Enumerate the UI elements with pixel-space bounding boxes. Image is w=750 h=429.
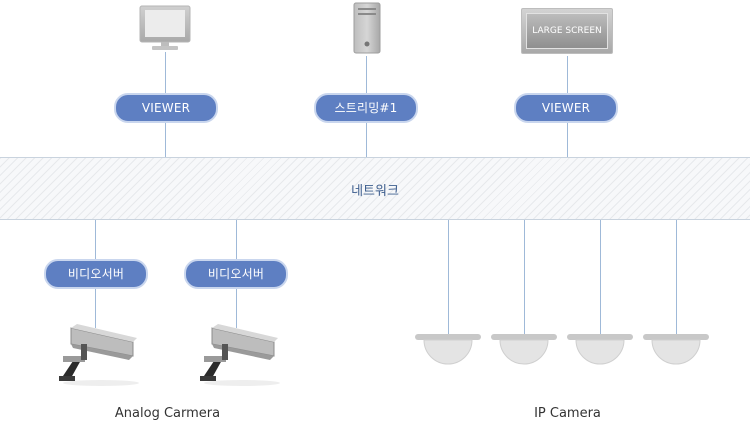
network-label: 네트워크 (351, 184, 399, 199)
server-icon (353, 2, 381, 54)
dome-camera-icon (567, 334, 633, 365)
large-screen-display: LARGE SCREEN (526, 13, 608, 49)
connector-line (95, 288, 96, 328)
large-screen: LARGE SCREEN (521, 8, 613, 54)
ip-camera-caption: IP Camera (534, 406, 601, 421)
connector-line (676, 219, 677, 335)
analog-camera-icon (59, 324, 139, 386)
large-screen-text: LARGE SCREEN (532, 26, 602, 36)
analog-camera-icon (200, 324, 280, 386)
video-server-pill: 비디오서버 (44, 259, 148, 289)
analog-camera-caption: Analog Carmera (114, 406, 221, 421)
dome-camera-icon (643, 334, 709, 365)
network-band (0, 157, 750, 220)
connector-line (236, 219, 237, 261)
viewer-left-pill: VIEWER (114, 93, 218, 123)
video-server-pill: 비디오서버 (184, 259, 288, 289)
connector-line (524, 219, 525, 335)
viewer-right-pill: VIEWER (514, 93, 618, 123)
connector-line (95, 219, 96, 261)
connector-line (600, 219, 601, 335)
dome-camera-icon (415, 334, 481, 365)
dome-camera-icon (491, 334, 557, 365)
connector-line (448, 219, 449, 335)
streaming-pill: 스트리밍#1 (314, 93, 418, 123)
connector-line (236, 288, 237, 328)
monitor-icon (139, 5, 191, 50)
